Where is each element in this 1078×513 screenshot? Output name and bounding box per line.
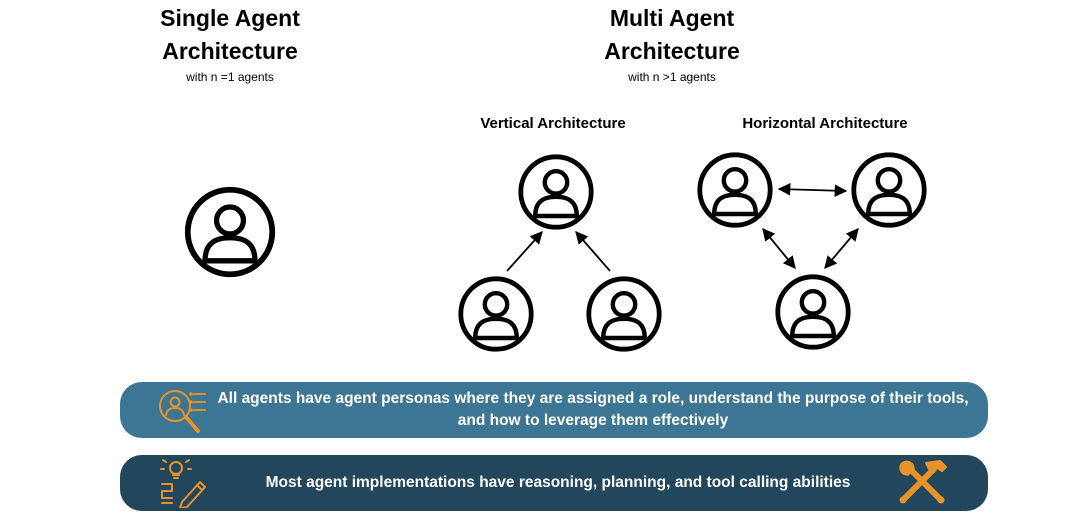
multi-title-line2: Architecture <box>604 38 740 64</box>
horizontal-top-arrow <box>777 183 848 197</box>
personas-banner-text: All agents have agent personas where the… <box>217 390 969 429</box>
horizontal-bottom-agent-icon <box>778 277 848 347</box>
single-agent-title: Single Agent Architecture with n =1 agen… <box>130 2 330 84</box>
vertical-top-agent-icon <box>521 157 591 227</box>
vertical-left-arrow <box>506 231 543 272</box>
vertical-architecture-label: Vertical Architecture <box>480 115 626 132</box>
idea-planning-icon <box>160 459 206 508</box>
tools-icon <box>899 460 947 504</box>
horizontal-right-arrow <box>824 228 859 269</box>
single-agent-icon <box>188 190 272 274</box>
abilities-banner: Most agent implementations have reasonin… <box>120 455 988 511</box>
vertical-right-agent-icon <box>589 279 659 349</box>
single-title-line1: Single Agent <box>160 5 300 31</box>
horizontal-architecture-label: Horizontal Architecture <box>742 115 908 132</box>
personas-banner: All agents have agent personas where the… <box>120 382 988 438</box>
vertical-right-arrow <box>575 231 611 272</box>
vertical-left-agent-icon <box>461 279 531 349</box>
horizontal-left-arrow <box>762 228 796 269</box>
single-title-line2: Architecture <box>162 38 298 64</box>
multi-title-line1: Multi Agent <box>609 5 735 31</box>
persona-search-icon <box>159 390 206 433</box>
horizontal-right-agent-icon <box>854 155 924 225</box>
horizontal-left-agent-icon <box>700 155 770 225</box>
multi-subtitle: with n >1 agents <box>628 70 716 84</box>
single-subtitle: with n =1 agents <box>186 70 274 84</box>
abilities-banner-text: Most agent implementations have reasonin… <box>265 474 851 491</box>
multi-agent-title: Multi Agent Architecture with n >1 agent… <box>572 2 772 84</box>
